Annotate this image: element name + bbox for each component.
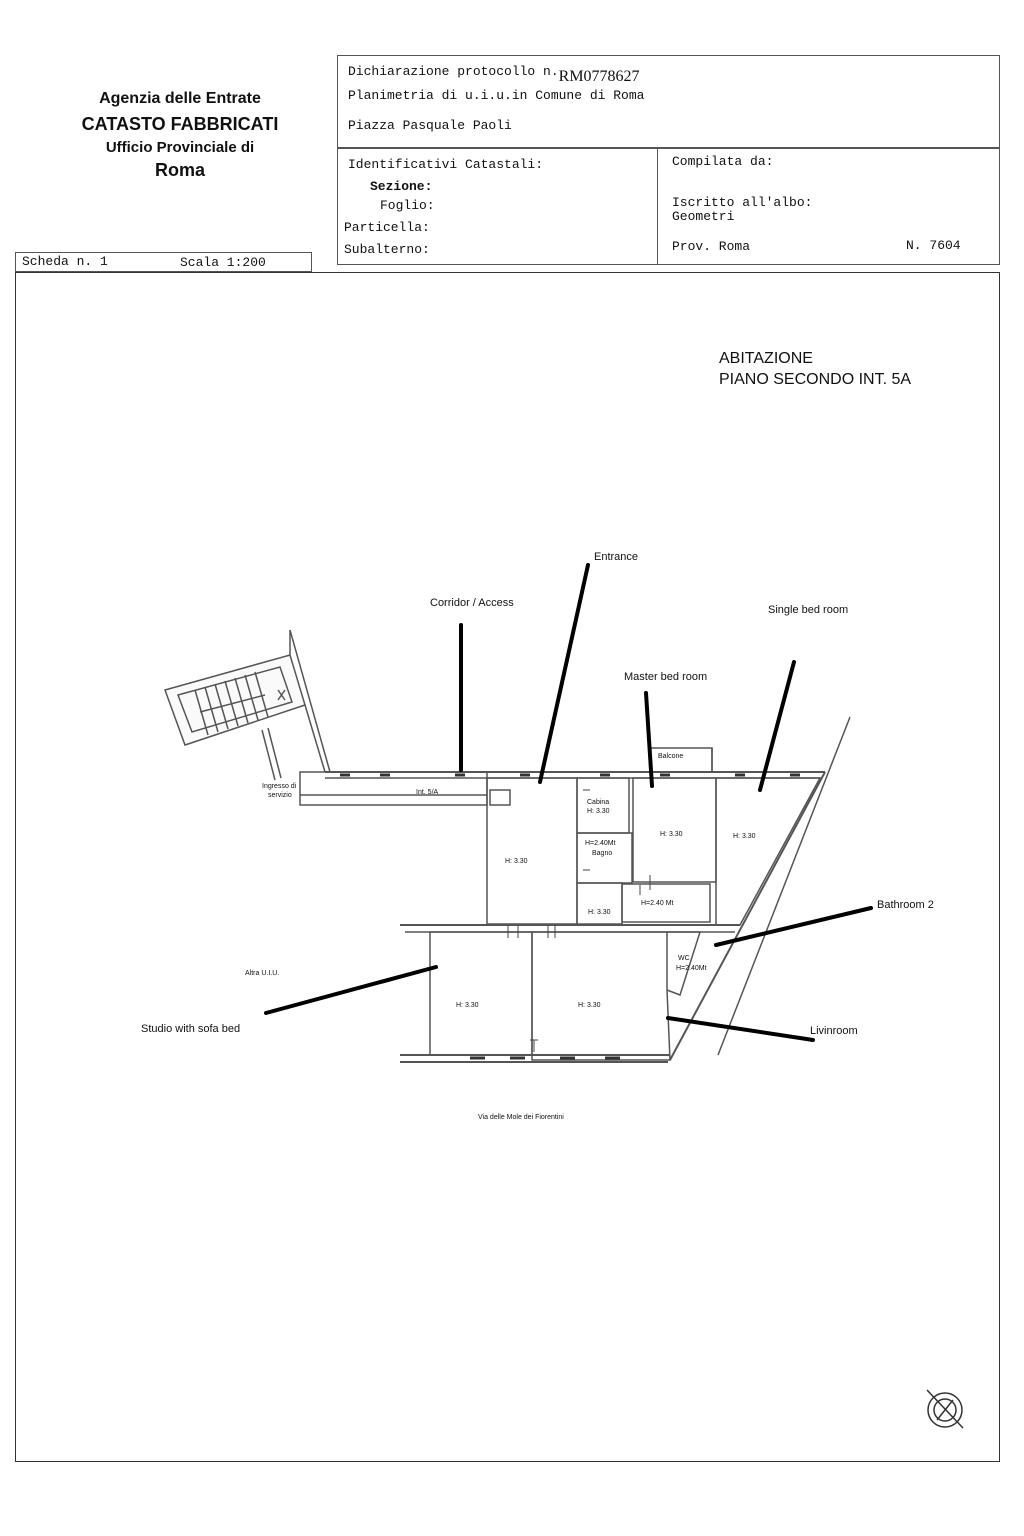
plan-title: ABITAZIONE PIANO SECONDO INT. 5A [719, 348, 911, 390]
master-height: H: 3.30 [660, 831, 683, 838]
altra-uiu-label: Altra U.I.U. [245, 970, 280, 977]
wc-label-2: H=2.40Mt [676, 965, 707, 972]
label-entrance: Entrance [594, 551, 639, 563]
numero-value: N. 7604 [906, 238, 961, 253]
iscritto-label: Iscritto all'albo: [672, 195, 813, 210]
bagno-label-2: Bagno [592, 850, 613, 857]
compilata-title: Compilata da: [672, 154, 774, 169]
prov-value: Prov. Roma [672, 239, 751, 254]
street-label: Via delle Mole dei Fiorentini [478, 1114, 564, 1121]
hall-height: H=2.40 Mt [641, 900, 674, 907]
protocol-box: Dichiarazione protocollo n.RM0778627 Pla… [337, 55, 1000, 148]
identificativi-box: Identificativi Catastali: Sezione: Fogli… [337, 148, 658, 265]
ingresso-label-2: servizio [268, 792, 292, 799]
plan-title-line1: ABITAZIONE [719, 350, 813, 367]
address-line: Piazza Pasquale Paoli [348, 118, 512, 133]
wc-label-1: WC [678, 955, 690, 962]
entrance-height: H: 3.30 [505, 858, 528, 865]
label-studio: Studio with sofa bed [141, 1023, 241, 1035]
ufficio-label: Ufficio Provinciale di [105, 139, 255, 156]
scala-label: Scala 1:200 [180, 255, 266, 270]
agency-name: Agenzia delle Entrate [99, 90, 261, 107]
particella-label: Particella: [344, 220, 430, 235]
protocol-label: Dichiarazione protocollo n. [348, 64, 559, 79]
ingresso-label-1: Ingresso di [262, 783, 297, 790]
drawing-frame [15, 272, 1000, 1462]
living-height: H: 3.30 [578, 1002, 601, 1009]
compilata-box: Compilata da: Iscritto all'albo: Geometr… [657, 148, 1000, 265]
label-single-bed: Single bed room [768, 604, 849, 616]
agency-header: Agenzia delle Entrate CATASTO FABBRICATI… [50, 90, 310, 181]
catasto-title: CATASTO FABBRICATI [81, 114, 279, 134]
scheda-label: Scheda n. 1 [22, 254, 108, 269]
planimetria-line: Planimetria di u.i.u.in Comune di Roma [348, 88, 645, 103]
protocol-number: RM0778627 [558, 68, 640, 85]
city-label: Roma [154, 160, 205, 180]
cabina-label-2: H: 3.30 [587, 808, 610, 815]
scheda-box: Scheda n. 1 Scala 1:200 [15, 252, 312, 272]
balcone-label: Balcone [658, 753, 684, 760]
label-corridor: Corridor / Access [430, 597, 514, 609]
protocol-line: Dichiarazione protocollo n.RM0778627 [348, 62, 640, 85]
sezione-label: Sezione: [370, 179, 433, 194]
room-int-label: Int. 5/A [416, 789, 439, 796]
plan-title-line2: PIANO SECONDO INT. 5A [719, 371, 912, 388]
label-master-bed: Master bed room [624, 671, 708, 683]
label-bathroom2: Bathroom 2 [877, 899, 934, 911]
single-height: H: 3.30 [733, 833, 756, 840]
studio-height: H: 3.30 [456, 1002, 479, 1009]
cabina-label-1: Cabina [587, 799, 610, 806]
bagno-label-1: H=2.40Mt [585, 840, 616, 847]
small-height: H: 3.30 [588, 909, 611, 916]
albo-value: Geometri [672, 209, 735, 224]
foglio-label: Foglio: [380, 198, 435, 213]
identificativi-title: Identificativi Catastali: [348, 157, 544, 172]
subalterno-label: Subalterno: [344, 242, 430, 257]
label-living: Livinroom [810, 1025, 858, 1037]
